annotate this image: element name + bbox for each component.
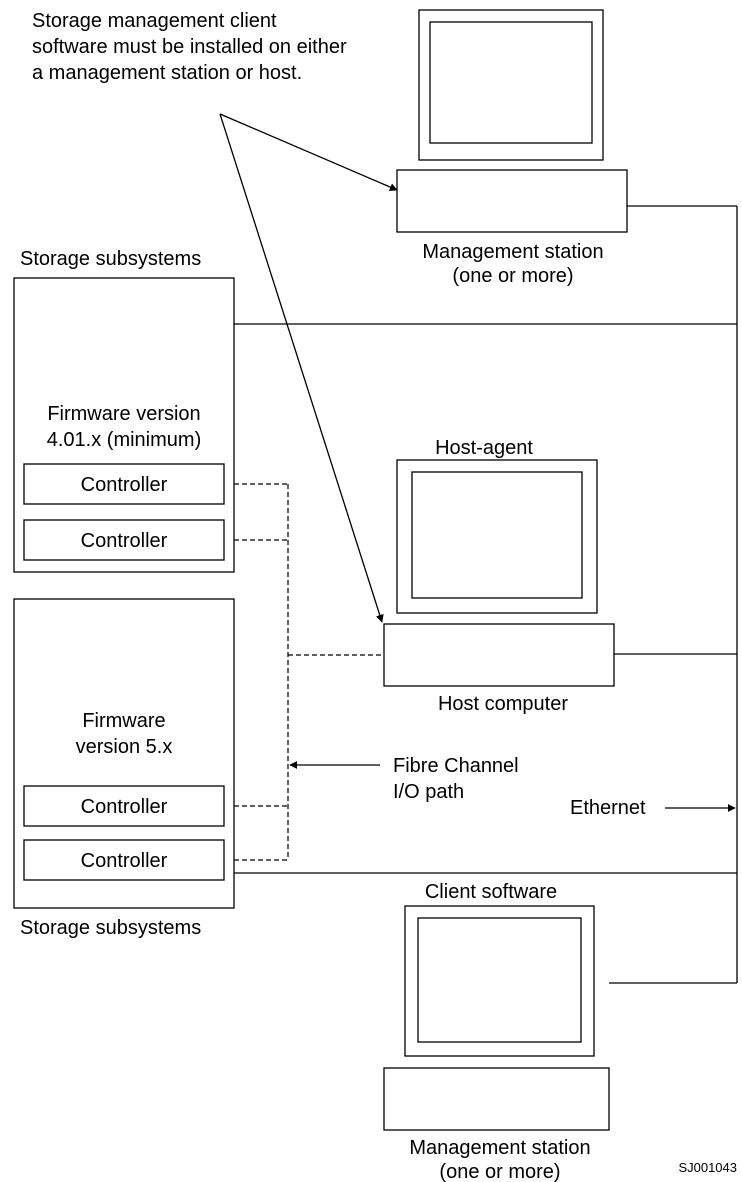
callout-arrow-to-host-computer (219, 113, 384, 623)
callout-line-1: Storage management client (32, 10, 277, 32)
storage-subsystems-top-label: Storage subsystems (20, 248, 201, 270)
fibre-channel-label-line-1: Fibre Channel (393, 755, 519, 777)
monitor-screen (429, 21, 593, 144)
storage-subsystems-bottom-label: Storage subsystems (20, 917, 201, 939)
firmware-bottom-line-1: Firmware (82, 710, 165, 732)
client-software-title: Client software (425, 881, 557, 903)
callout-line-2: software must be installed on either (32, 36, 347, 58)
figure-id: SJ001043 (678, 1160, 737, 1175)
computer-base-icon (383, 1067, 610, 1131)
monitor-screen (411, 471, 583, 599)
callout-line-3: a management station or host. (32, 62, 302, 84)
management-station-top-label: Management station (422, 241, 603, 263)
host-computer-label: Host computer (438, 693, 568, 715)
fibre-channel-label-line-2: I/O path (393, 781, 464, 803)
computer-base-icon (396, 169, 628, 233)
controller-top-1-label: Controller (81, 474, 168, 496)
firmware-top-line-1: Firmware version (47, 403, 200, 425)
monitor-screen (417, 917, 582, 1043)
controller-bottom-1 (23, 785, 225, 827)
controller-top-1 (23, 463, 225, 505)
host-agent-title: Host-agent (435, 437, 533, 459)
management-station-bottom-sublabel: (one or more) (439, 1161, 560, 1182)
management-station-bottom-label: Management station (409, 1137, 590, 1159)
management-station-top-sublabel: (one or more) (452, 265, 573, 287)
ethernet-label: Ethernet (570, 797, 646, 819)
controller-bottom-2-label: Controller (81, 850, 168, 872)
host-computer (383, 459, 615, 687)
management-station-bottom (383, 905, 610, 1131)
management-station-top (396, 9, 628, 233)
firmware-top-line-2: 4.01.x (minimum) (47, 429, 201, 451)
fibre-channel-paths (234, 483, 384, 861)
computer-base-icon (383, 623, 615, 687)
controller-bottom-1-label: Controller (81, 796, 168, 818)
firmware-bottom-line-2: version 5.x (76, 736, 173, 758)
controller-top-2-label: Controller (81, 530, 168, 552)
callout-arrow-to-management-station (219, 113, 398, 191)
controller-top-2 (23, 519, 225, 561)
controller-bottom-2 (23, 839, 225, 881)
